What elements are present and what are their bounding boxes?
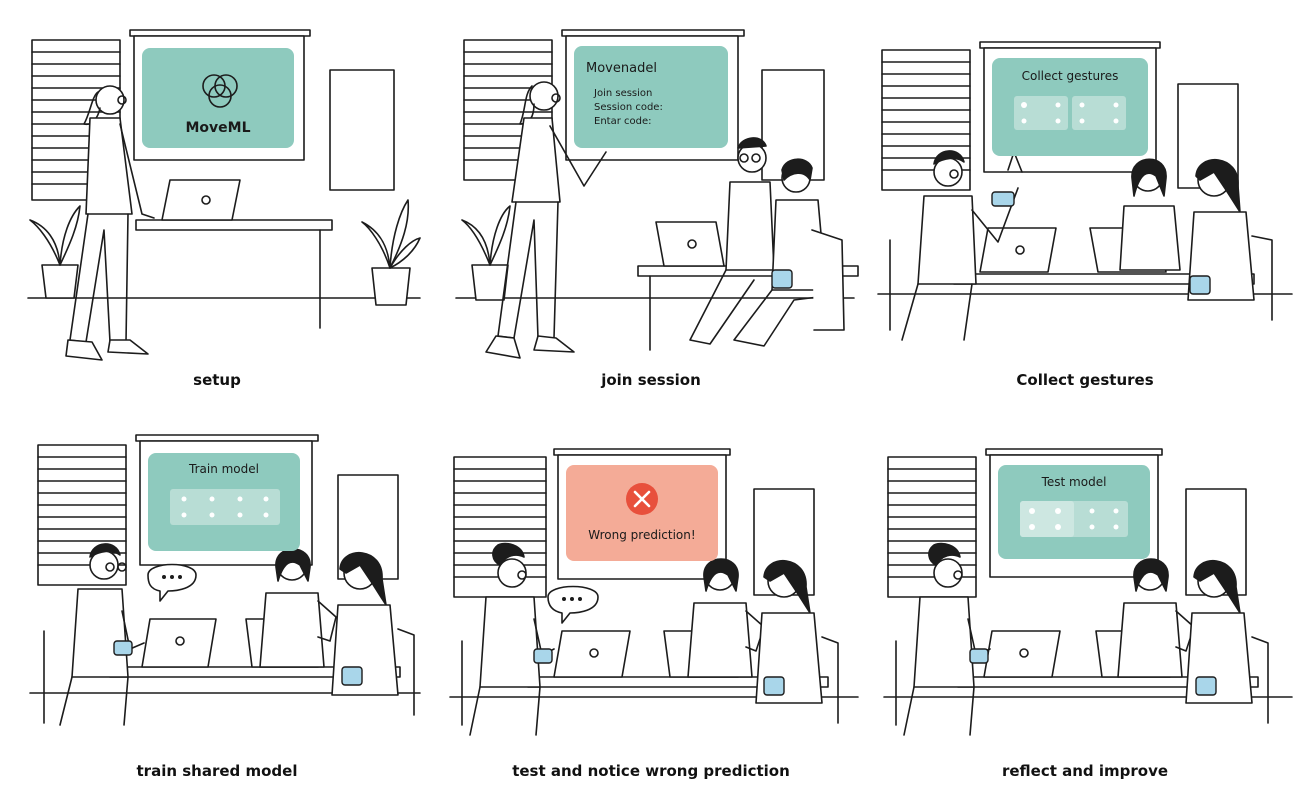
wrong-prediction-illustration: ... Wrong prediction! xyxy=(434,405,859,736)
screen-title: Train model xyxy=(188,462,259,476)
reflect-improve-illustration: Test model xyxy=(883,448,1293,736)
panel-train-shared-model: ... Train model train shared model xyxy=(0,405,434,810)
screen-line: Entar code: xyxy=(594,116,651,127)
panel-caption: Collect gestures xyxy=(1016,371,1154,389)
window-blinds xyxy=(453,456,547,598)
panel-caption: test and notice wrong prediction xyxy=(512,762,790,780)
person-presenting xyxy=(485,81,607,359)
sleeve-cuff xyxy=(1189,275,1211,295)
projector-screen xyxy=(142,48,294,148)
person-noticing-error xyxy=(461,542,555,736)
screen-title: MoveML xyxy=(185,120,250,136)
seated-students xyxy=(1117,558,1269,724)
sleeve-cuff xyxy=(341,666,363,686)
sleeve-cuff xyxy=(991,191,1015,207)
projector-screen xyxy=(574,46,728,148)
panel-collect-gestures: Collect gestures Collect gestures xyxy=(868,0,1302,405)
projector-screen xyxy=(992,58,1148,156)
panel-caption: train shared model xyxy=(136,762,298,780)
panel-caption: reflect and improve xyxy=(1001,762,1169,780)
train-model-illustration: ... Train model xyxy=(0,405,421,726)
screen-title: Test model xyxy=(1041,475,1107,489)
seated-students xyxy=(689,137,845,347)
speech-bubble xyxy=(147,563,197,602)
panel-reflect-improve: Test model reflect and improve xyxy=(868,405,1302,810)
panel-join-session: Movenadel Join session Session code: Ent… xyxy=(434,0,868,405)
panel-wrong-prediction: ... Wrong prediction! test and notice wr… xyxy=(434,405,868,810)
person-standing xyxy=(65,85,155,361)
screen-line: Join session xyxy=(593,88,652,99)
sleeve-cuff xyxy=(771,269,793,289)
join-session-illustration: Movenadel Join session Session code: Ent… xyxy=(455,29,859,359)
window-blinds xyxy=(887,456,977,598)
person-reflecting xyxy=(895,542,991,736)
sleeve-cuff xyxy=(763,676,785,696)
panel-setup: MoveML setup xyxy=(0,0,434,405)
x-circle-icon xyxy=(626,483,658,515)
speech-bubble xyxy=(547,585,599,624)
sleeve-cuff xyxy=(113,640,133,656)
person-thinking xyxy=(43,543,145,726)
person-raising-hand xyxy=(889,150,1023,341)
panel-caption: setup xyxy=(193,371,241,389)
screen-title: Movenadel xyxy=(586,61,657,76)
panel-caption: join session xyxy=(601,371,701,389)
sleeve-cuff xyxy=(1195,676,1217,696)
screen-title: Wrong prediction! xyxy=(588,528,695,542)
screen-line: Session code: xyxy=(594,102,663,113)
sleeve-cuff xyxy=(533,648,553,664)
training-data-strip xyxy=(170,489,280,525)
speech-bubble-text: ... xyxy=(0,405,2,406)
setup-illustration: MoveML xyxy=(27,29,421,361)
gesture-sample-cards xyxy=(1014,96,1126,130)
sleeve-cuff xyxy=(969,648,989,664)
three-circles-logo-icon xyxy=(202,74,238,108)
speech-bubble-text: ... xyxy=(434,405,436,406)
screen-title: Collect gestures xyxy=(1022,69,1119,83)
collect-gestures-illustration: Collect gestures xyxy=(877,41,1293,341)
